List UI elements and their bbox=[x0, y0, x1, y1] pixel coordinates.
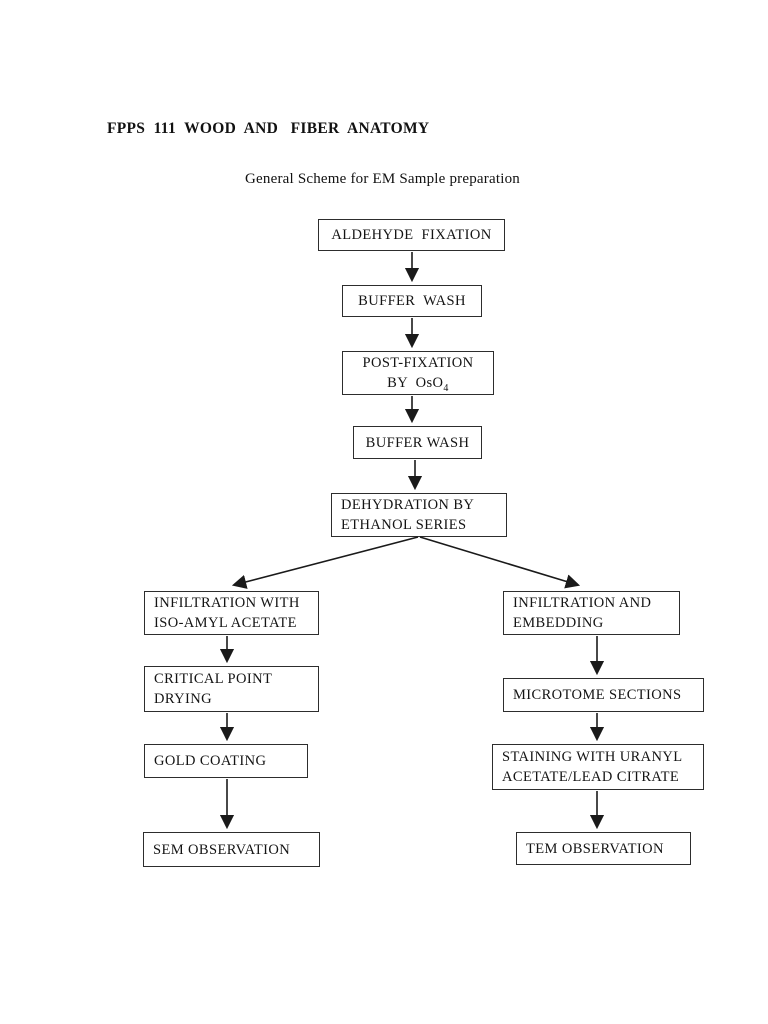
flow-box-label: TEM OBSERVATION bbox=[526, 840, 664, 857]
flow-box-sem-infiltration: INFILTRATION WITH ISO-AMYL ACETATE bbox=[144, 591, 319, 635]
flow-box-aldehyde-fixation: ALDEHYDE FIXATION bbox=[318, 219, 505, 251]
flow-box-label-line1: CRITICAL POINT bbox=[154, 671, 273, 687]
flow-box-tem-observation: TEM OBSERVATION bbox=[516, 832, 691, 865]
flow-box-label-line2: DRYING bbox=[154, 691, 212, 707]
flow-box-label: ALDEHYDE FIXATION bbox=[331, 227, 492, 243]
flow-box-label-line2: BY OsO4 bbox=[343, 373, 493, 393]
flow-box-label: GOLD COATING bbox=[154, 753, 267, 769]
flow-box-label-line2: ACETATE/LEAD CITRATE bbox=[502, 769, 680, 785]
flow-box-label-line2: ISO-AMYL ACETATE bbox=[154, 615, 297, 631]
arrow-dehydration-to-tem-branch bbox=[419, 536, 581, 589]
flow-box-staining: STAINING WITH URANYL ACETATE/LEAD CITRAT… bbox=[492, 744, 704, 790]
flow-box-sem-observation: SEM OBSERVATION bbox=[143, 832, 320, 867]
chemical-formula: BY OsO bbox=[387, 375, 444, 391]
flow-box-critical-point-drying: CRITICAL POINT DRYING bbox=[144, 666, 319, 712]
flow-box-post-fixation: POST-FIXATION BY OsO4 bbox=[342, 351, 494, 395]
flow-box-label: BUFFER WASH bbox=[358, 293, 466, 309]
arrow-dehydration-to-sem-branch bbox=[231, 536, 419, 589]
flow-box-label-line1: STAINING WITH URANYL bbox=[502, 749, 683, 765]
flow-box-label: BUFFER WASH bbox=[365, 434, 470, 451]
page-subtitle: General Scheme for EM Sample preparation bbox=[245, 171, 520, 187]
flow-box-label-line2: EMBEDDING bbox=[513, 615, 604, 631]
flow-box-microtome-sections: MICROTOME SECTIONS bbox=[503, 678, 704, 712]
flow-box-label-line1: INFILTRATION AND bbox=[513, 595, 652, 611]
flow-box-tem-infiltration: INFILTRATION AND EMBEDDING bbox=[503, 591, 680, 635]
flow-box-label: MICROTOME SECTIONS bbox=[513, 687, 682, 703]
flow-box-label-line1: INFILTRATION WITH bbox=[154, 595, 300, 611]
flow-box-dehydration: DEHYDRATION BY ETHANOL SERIES bbox=[331, 493, 507, 537]
flow-box-label-line1: DEHYDRATION BY bbox=[341, 497, 475, 513]
flow-box-label: SEM OBSERVATION bbox=[153, 841, 291, 858]
chemical-subscript: 4 bbox=[443, 382, 449, 394]
flow-box-label-line2: ETHANOL SERIES bbox=[341, 517, 467, 533]
flow-box-buffer-wash-1: BUFFER WASH bbox=[342, 285, 482, 317]
page-title: FPPS 111 WOOD AND FIBER ANATOMY bbox=[107, 120, 430, 137]
flow-box-gold-coating: GOLD COATING bbox=[144, 744, 308, 778]
flow-box-label-line1: POST-FIXATION bbox=[362, 355, 474, 371]
flow-box-buffer-wash-2: BUFFER WASH bbox=[353, 426, 482, 459]
